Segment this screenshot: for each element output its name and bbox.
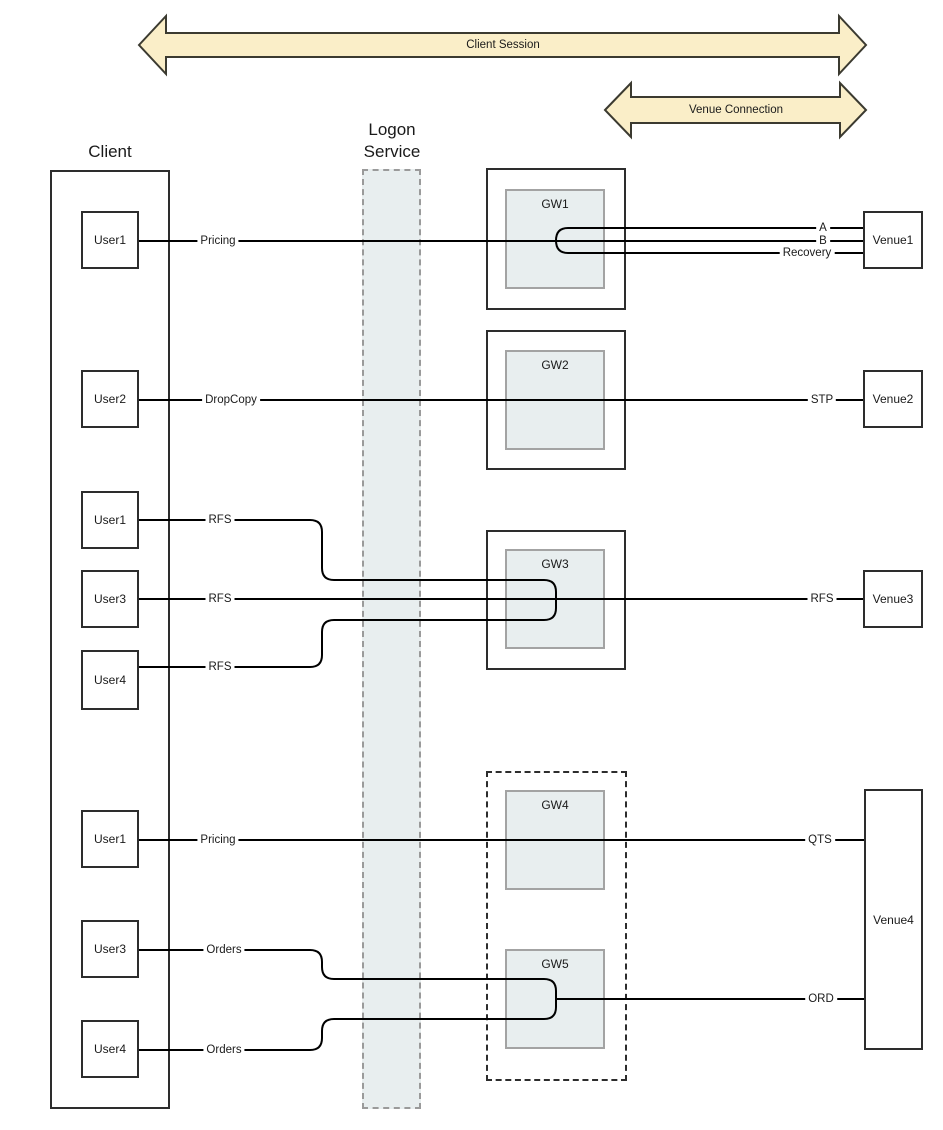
wire-label-qts: QTS (805, 834, 835, 846)
gateway-box-gw3: GW3 (505, 549, 605, 649)
user-box: User1 (81, 211, 139, 269)
user-label: User1 (93, 513, 126, 527)
gw4-label: GW4 (541, 798, 569, 812)
venue-box-venue3: Venue3 (863, 570, 923, 628)
wire-label-rfs-venue: RFS (807, 593, 837, 605)
client-title: Client (88, 142, 132, 161)
gateway-box-gw4: GW4 (505, 790, 605, 890)
wire-label-orders-user3: Orders (203, 944, 245, 956)
wire-label-ord: ORD (805, 993, 837, 1005)
user-label: User3 (93, 592, 126, 606)
venue-label: Venue4 (873, 912, 914, 927)
venue-box-venue2: Venue2 (863, 370, 923, 428)
user-box: User1 (81, 491, 139, 549)
user-box: User3 (81, 570, 139, 628)
user-box: User1 (81, 810, 139, 868)
wire-label-rfs-user4: RFS (205, 661, 235, 673)
gateway-box-gw1: GW1 (505, 189, 605, 289)
venue-label: Venue2 (872, 392, 914, 406)
venue-label: Venue3 (872, 592, 914, 606)
wire-label-a: A (816, 222, 830, 234)
wire-label-recovery: Recovery (779, 247, 835, 259)
gw1-label: GW1 (541, 197, 569, 211)
wire-label-b: B (816, 235, 830, 247)
user-box: User4 (81, 1020, 139, 1078)
wire-label-pricing-bottom: Pricing (197, 834, 239, 846)
user-label: User1 (93, 233, 126, 247)
venue-label: Venue1 (872, 233, 914, 247)
gateway-box-gw2: GW2 (505, 350, 605, 450)
user-label: User4 (93, 1042, 126, 1056)
wire-label-rfs-user3: RFS (205, 593, 235, 605)
user-box: User3 (81, 920, 139, 978)
gateway-box-gw5: GW5 (505, 949, 605, 1049)
user-label: User1 (93, 832, 126, 846)
gw5-label: GW5 (541, 957, 569, 971)
gw4-gw5-dashed-group-box (486, 771, 627, 1081)
wire-label-rfs-user1: RFS (205, 514, 235, 526)
client-session-label: Client Session (466, 39, 540, 51)
logon-service-title-line1: Logon (368, 120, 416, 139)
wire-label-orders-user4: Orders (203, 1044, 245, 1056)
logon-service-band (362, 169, 421, 1109)
gw3-label: GW3 (541, 557, 569, 571)
venue-box-venue1: Venue1 (863, 211, 923, 269)
wire-label-dropcopy: DropCopy (202, 394, 260, 406)
wire-label-stp: STP (807, 394, 837, 406)
wire-label-pricing-top: Pricing (197, 235, 239, 247)
user-label: User4 (93, 673, 126, 687)
logon-service-title-line2: Service (363, 142, 421, 161)
venue-box-venue4: Venue4 (864, 789, 923, 1050)
user-box: User2 (81, 370, 139, 428)
user-label: User3 (93, 942, 126, 956)
gw2-label: GW2 (541, 358, 569, 372)
user-label: User2 (93, 392, 126, 406)
venue-connection-label: Venue Connection (689, 104, 783, 116)
user-box: User4 (81, 650, 139, 710)
